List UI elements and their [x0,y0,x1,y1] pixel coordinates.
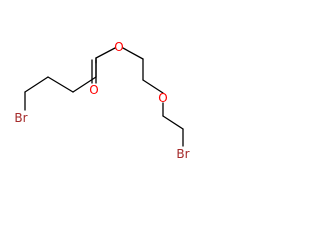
atom-o-ether: O [158,91,167,105]
atom-br-right: Br [176,147,189,161]
bond-o-ester-c6 [122,47,144,60]
bond-c7-o-ether [142,79,164,94]
bond-c8-c9 [162,115,184,130]
bond-c2-c3 [47,76,74,93]
bond-c5-o-ester [95,47,116,59]
atom-labels: Br O O O Br [14,40,189,161]
atom-br-left: Br [14,111,27,125]
bond-c1-c2 [24,76,49,93]
atom-o-carbonyl: O [89,83,98,97]
atom-o-ester: O [114,40,123,54]
chemical-structure: Br O O O Br [14,40,189,161]
bond-lines [24,47,184,147]
